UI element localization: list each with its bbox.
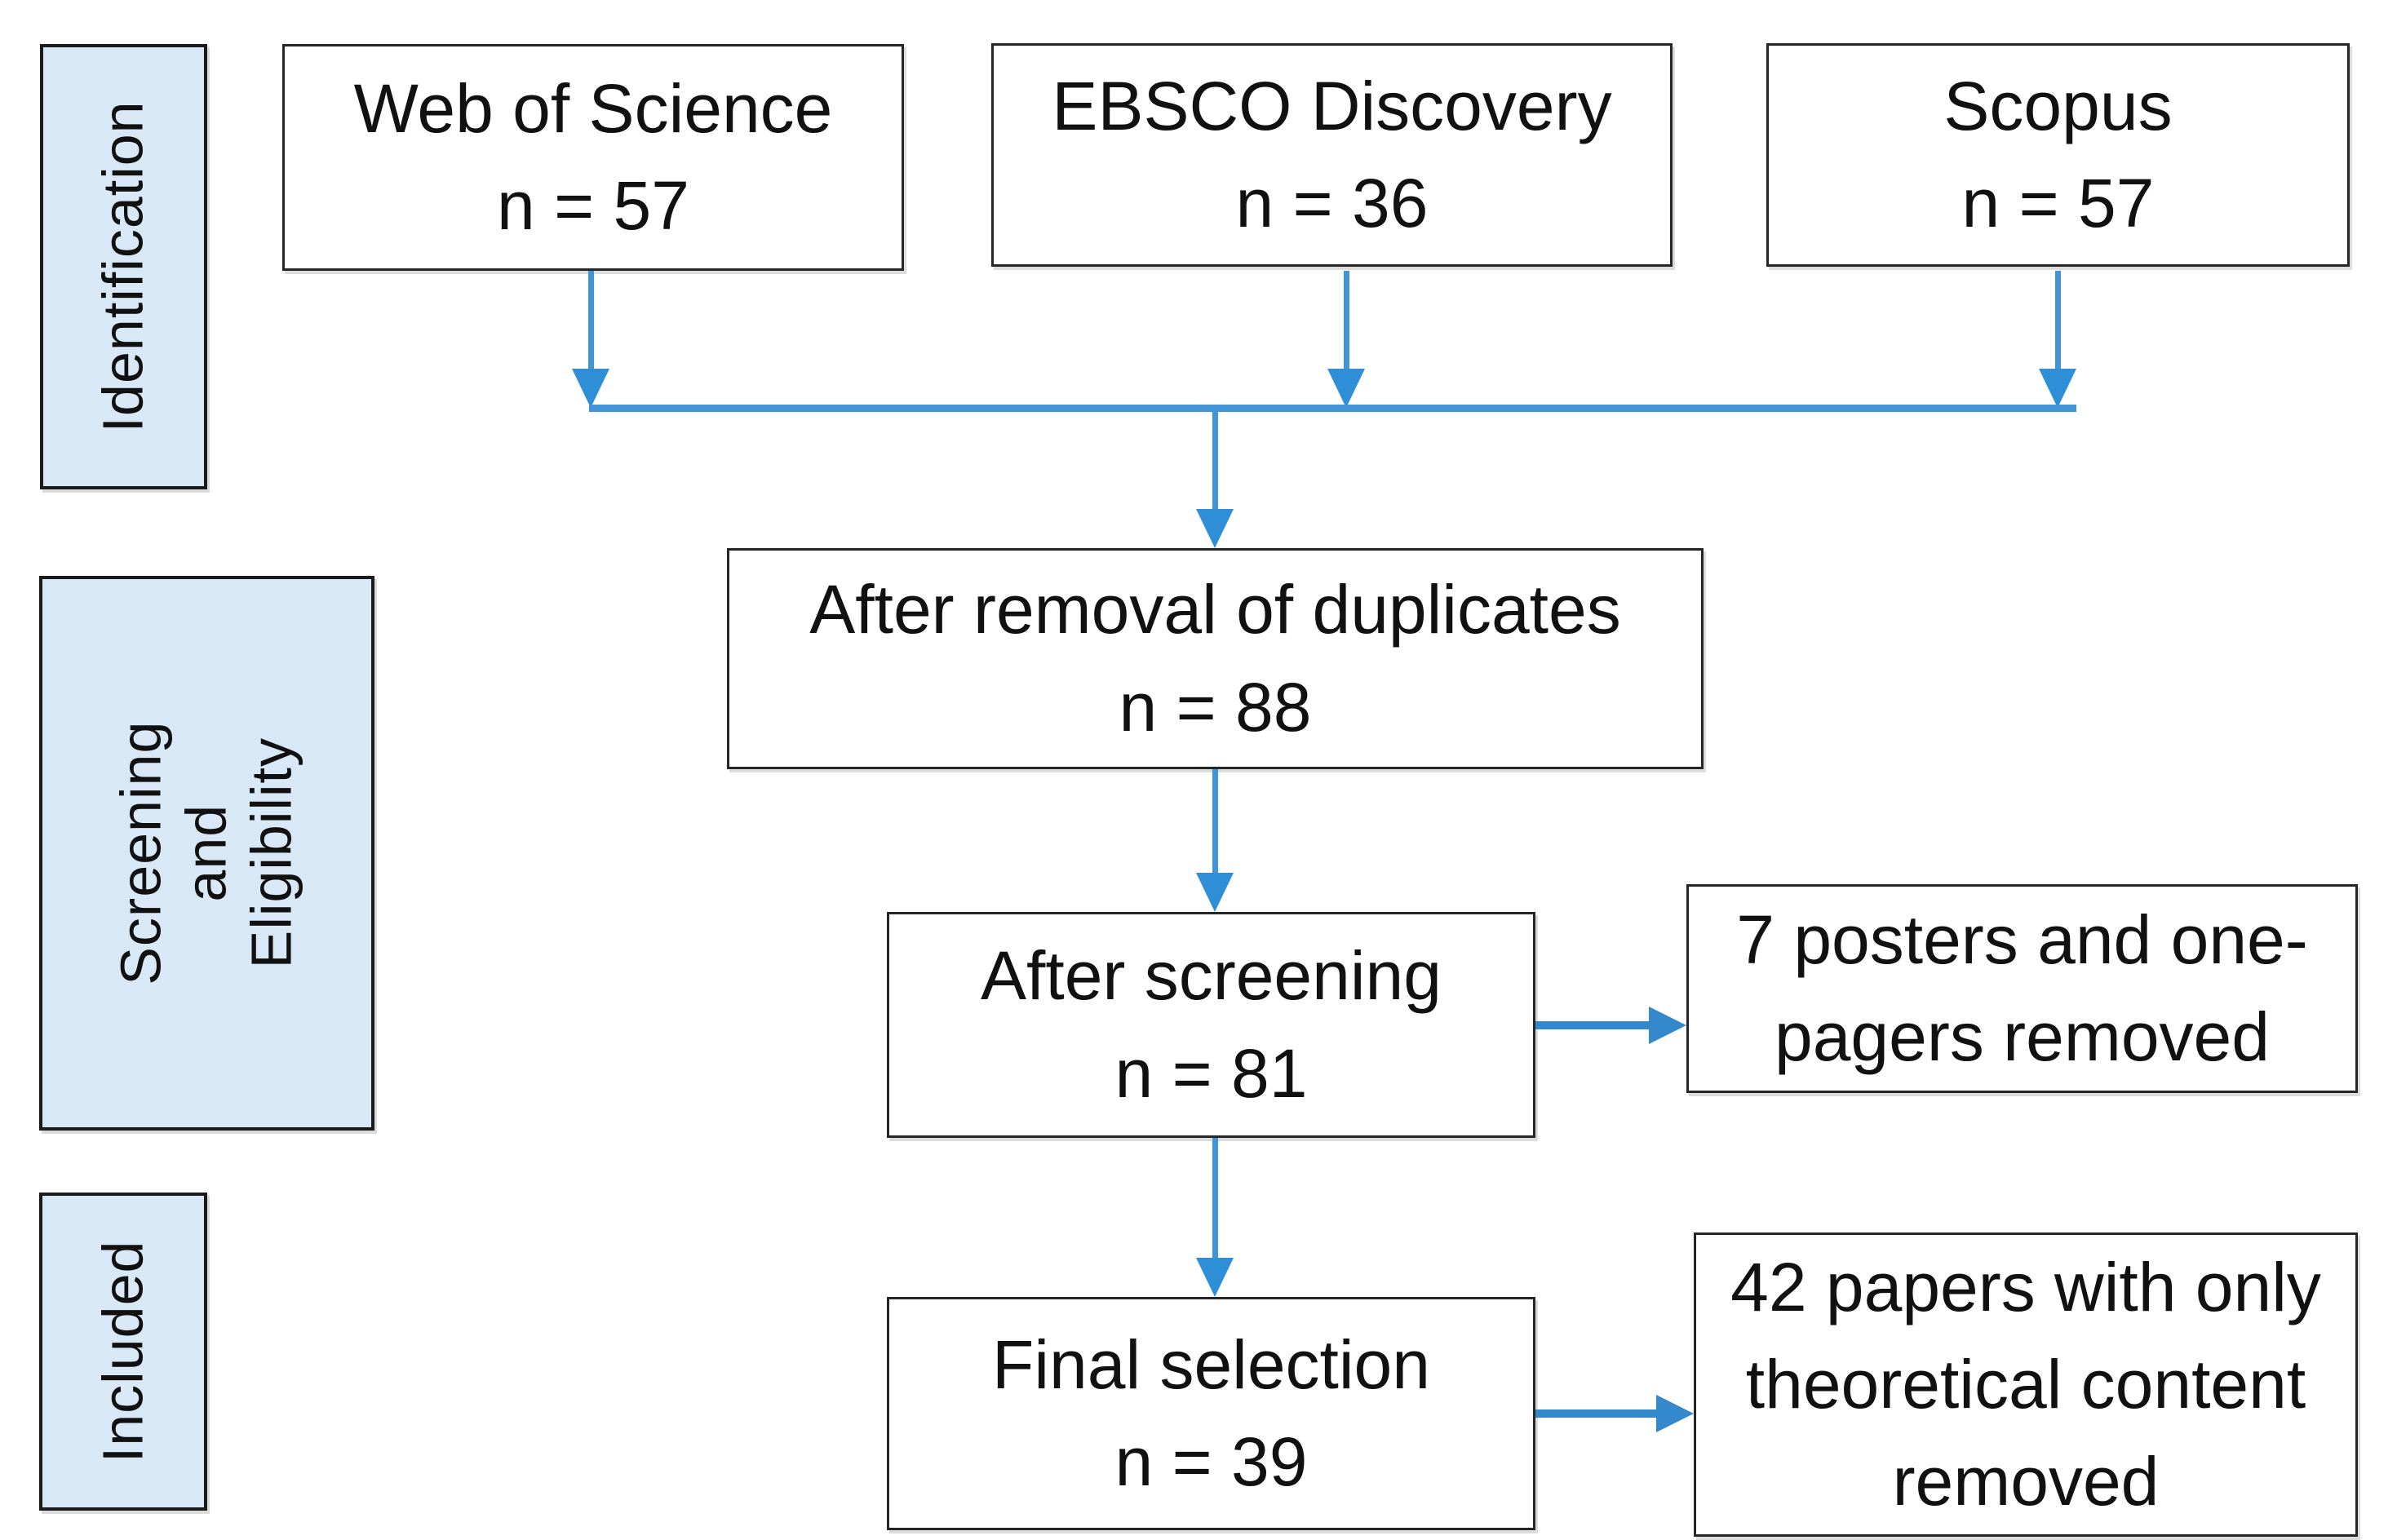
- stage-label-screening-and-eligibility: Screening and Eligibility: [109, 720, 304, 986]
- node-count: n = 39: [1114, 1423, 1308, 1500]
- arrowhead-ebsco-down-icon: [1327, 369, 1365, 408]
- arrowhead-web-of-science-down-icon: [572, 369, 609, 408]
- node-count: n = 57: [497, 167, 689, 244]
- node-web-of-science: Web of Science n = 57: [282, 44, 904, 271]
- node-count: n = 36: [1235, 165, 1429, 241]
- node-title: EBSCO Discovery: [1052, 67, 1612, 144]
- node-title: Scopus: [1943, 67, 2173, 144]
- node-title: After screening: [981, 937, 1442, 1015]
- node-count: n = 57: [1961, 165, 2155, 241]
- arrow-line-scopus-down: [2055, 271, 2061, 370]
- node-text: 42 papers with only theoretical content …: [1730, 1248, 2321, 1520]
- node-posters-removed: 7 posters and one- pagers removed: [1686, 884, 2358, 1093]
- node-title: Final selection: [992, 1325, 1430, 1403]
- arrow-line-web-of-science-down: [588, 271, 594, 370]
- arrowhead-scopus-down-icon: [2039, 369, 2076, 408]
- node-scopus: Scopus n = 57: [1766, 43, 2350, 267]
- node-title: After removal of duplicates: [809, 571, 1621, 648]
- node-final-selection: Final selection n = 39: [887, 1297, 1535, 1530]
- node-count: n = 88: [1119, 668, 1312, 746]
- node-after-screening: After screening n = 81: [887, 912, 1535, 1138]
- node-count: n = 81: [1114, 1034, 1308, 1112]
- arrow-line-merge-to-duplicates: [1212, 412, 1218, 511]
- stage-label-identification: Identification: [91, 100, 155, 433]
- arrow-line-duplicates-to-screening: [1212, 769, 1218, 874]
- arrowhead-final-to-theoretical-icon: [1656, 1395, 1694, 1432]
- arrow-line-screening-to-posters: [1535, 1021, 1650, 1029]
- arrowhead-duplicates-to-screening-icon: [1196, 873, 1234, 912]
- stage-box-identification: Identification: [40, 44, 207, 489]
- stage-box-screening-and-eligibility: Screening and Eligibility: [39, 576, 374, 1131]
- arrow-line-screening-to-final: [1212, 1138, 1218, 1259]
- arrowhead-merge-to-duplicates-icon: [1196, 509, 1234, 548]
- arrow-line-final-to-theoretical: [1535, 1409, 1656, 1418]
- arrowhead-screening-to-final-icon: [1196, 1258, 1234, 1297]
- node-theoretical-content-removed: 42 papers with only theoretical content …: [1694, 1232, 2358, 1537]
- node-ebsco-discovery: EBSCO Discovery n = 36: [991, 43, 1673, 267]
- stage-label-included: Included: [91, 1240, 155, 1463]
- merge-connector-line: [589, 405, 2076, 412]
- node-text: 7 posters and one- pagers removed: [1736, 901, 2308, 1075]
- stage-box-included: Included: [39, 1193, 207, 1511]
- arrow-line-ebsco-down: [1344, 271, 1349, 370]
- arrowhead-screening-to-posters-icon: [1649, 1007, 1686, 1044]
- node-title: Web of Science: [353, 69, 833, 147]
- node-after-removal-of-duplicates: After removal of duplicates n = 88: [727, 548, 1704, 769]
